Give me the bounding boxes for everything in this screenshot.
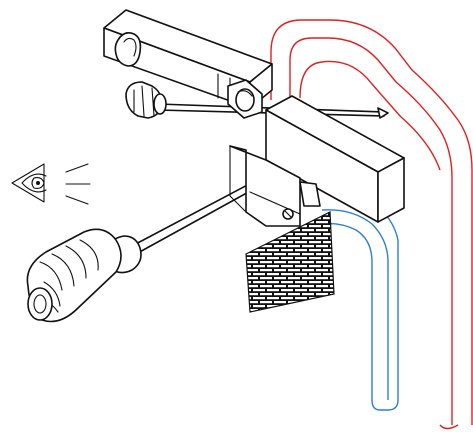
hot-pipe-end: [439, 424, 459, 430]
hex-adjuster: [125, 81, 167, 119]
upper-bracket-slot: [114, 32, 142, 67]
screwdriver: [26, 170, 276, 323]
upper-bracket: [103, 9, 273, 109]
main-bar-side: [377, 157, 405, 223]
screwdriver-handle-ribs: [35, 239, 99, 313]
coupling-nut: [227, 79, 263, 119]
sight-line-top: [65, 163, 89, 173]
eye-pupil: [36, 181, 40, 185]
eye-lid: [21, 173, 47, 193]
housing-fitting: [299, 181, 321, 207]
hot-water-pipe: [270, 19, 473, 430]
sight-line-bottom: [65, 195, 89, 205]
hot-pipe-outer: [270, 19, 473, 425]
screwdriver-handle-end: [27, 287, 53, 321]
upper-bracket-slot-inner: [123, 37, 137, 57]
main-bar: [265, 95, 405, 223]
screwdriver-handle-end-inner: [33, 294, 47, 314]
hot-pipe-bend: [299, 60, 441, 171]
cold-pipe-inner: [321, 209, 389, 400]
eye-icon: [11, 163, 91, 205]
brick-wall: [245, 211, 335, 313]
eye-iris: [31, 177, 45, 189]
valve-housing: [229, 145, 321, 227]
hot-pipe-inner: [289, 37, 453, 425]
